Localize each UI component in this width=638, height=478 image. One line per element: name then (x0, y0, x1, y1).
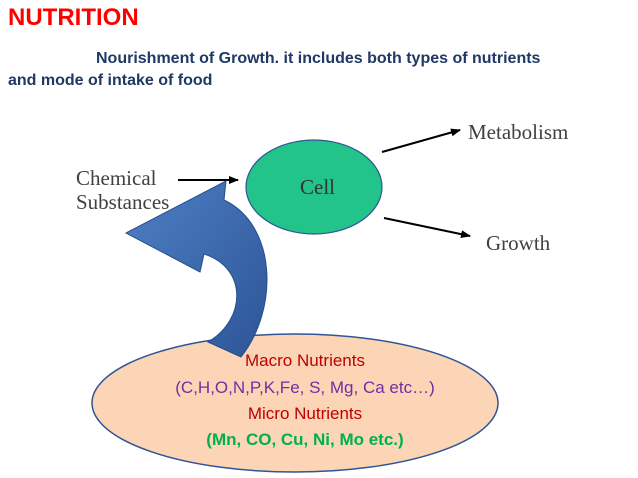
metabolism-arrow (381, 128, 461, 153)
cell-ellipse (245, 139, 383, 235)
macro-nutrients-elements: (C,H,O,N,P,K,Fe, S, Mg, Ca etc…) (175, 378, 435, 397)
cell-label: Cell (300, 175, 335, 199)
growth-label: Growth (486, 231, 551, 255)
micro-nutrients-title: Micro Nutrients (247, 404, 363, 423)
growth-arrow (383, 217, 471, 239)
subtitle-line-1: Nourishment of Growth. it includes both … (96, 50, 541, 67)
subtitle-line-2: and mode of intake of food (8, 72, 213, 89)
micro-nutrients-elements: (Mn, CO, Cu, Ni, Mo etc.) (206, 430, 404, 449)
chemical-label-line-1: Chemical (76, 166, 157, 190)
page-title: NUTRITION (8, 4, 139, 31)
curved-return-arrow (124, 180, 268, 358)
nutrients-ellipse (91, 333, 499, 473)
metabolism-label: Metabolism (468, 120, 569, 144)
macro-nutrients-title: Macro Nutrients (245, 351, 365, 370)
chemical-label-line-2: Substances (76, 190, 170, 214)
chemical-substances-label: Chemical Substances (76, 166, 169, 214)
